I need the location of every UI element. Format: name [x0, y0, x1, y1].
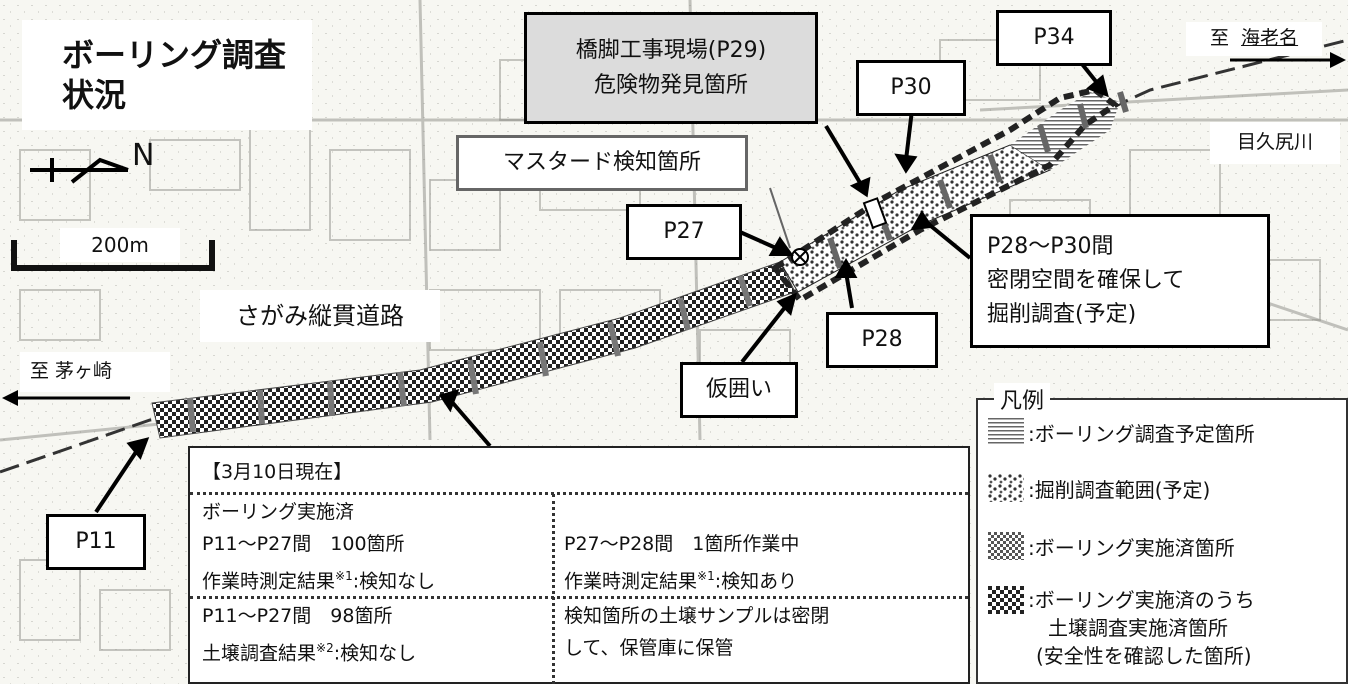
legend-label-boring-done: :ボーリング実施済箇所	[1028, 536, 1235, 560]
status-divider-top	[190, 492, 968, 495]
status-right-row2-result: :検知あり	[714, 570, 798, 593]
pier-site-line1: 橋脚工事現場(P29)	[575, 37, 767, 63]
dest-south-text: 至 茅ヶ崎	[30, 360, 113, 383]
legend-label-planned-boring: :ボーリング調査予定箇所	[1028, 422, 1255, 446]
planned-boring-band	[1010, 92, 1120, 170]
excavation-note-line3: 掘削調査(予定)	[987, 302, 1137, 327]
status-left-row2: 作業時測定結果※1:検知なし	[202, 562, 435, 596]
legend-item-soil-checked: :ボーリング実施済のうち 土壌調査実施済箇所 (安全性を確認した箇所)	[988, 586, 1255, 670]
temp-fence-box: 仮囲い	[680, 362, 798, 418]
status-divider-mid	[552, 494, 555, 684]
legend-label-excavation: :掘削調査範囲(予定)	[1028, 478, 1211, 502]
road-label: さがみ縦貫道路	[200, 290, 440, 342]
dest-south-label: 至 茅ヶ崎	[20, 352, 170, 392]
road-label-text: さがみ縦貫道路	[236, 302, 404, 330]
legend-swatch-fine-check-icon	[988, 532, 1024, 560]
status-right-row2-text: 作業時測定結果	[564, 570, 698, 593]
point-p34: P34	[996, 10, 1112, 66]
legend-title: 凡例	[994, 383, 1051, 415]
scale-bar	[11, 240, 215, 271]
status-table: 【3月10日現在】 ボーリング実施済 P11～P27間 100箇所 作業時測定結…	[188, 446, 970, 684]
status-right-row2-sup: ※1	[697, 569, 715, 583]
dest-north-label: 至 海老名	[1186, 22, 1322, 56]
pier-site-box: 橋脚工事現場(P29) 危険物発見箇所	[524, 12, 818, 124]
point-p30: P30	[856, 60, 966, 116]
point-p30-label: P30	[890, 75, 932, 101]
river-label-text: 目久尻川	[1236, 131, 1313, 154]
scale-label: 200m	[60, 228, 180, 262]
legend-item-planned-boring: :ボーリング調査予定箇所	[988, 418, 1255, 447]
status-left-row2-text: 作業時測定結果	[202, 570, 336, 593]
pier-site-line2: 危険物発見箇所	[593, 73, 748, 98]
legend-swatch-dots-icon	[988, 474, 1024, 502]
excavation-note-box: P28～P30間 密閉空間を確保して 掘削調査(予定)	[970, 214, 1270, 348]
status-left-row2-result: :検知なし	[352, 570, 436, 593]
dest-north-prefix: 至	[1209, 27, 1229, 50]
arrow-south-icon	[2, 390, 130, 406]
excavation-note-line1: P28～P30間	[987, 234, 1114, 259]
river-label: 目久尻川	[1210, 122, 1340, 164]
status-left-row4: 土壌調査結果※2:検知なし	[202, 634, 416, 668]
status-right-row4: して、保管庫に保管	[564, 637, 734, 659]
status-boring-done: ボーリング実施済	[202, 501, 355, 523]
temp-fence-text: 仮囲い	[705, 377, 772, 403]
point-p34-label: P34	[1033, 25, 1075, 51]
status-left-row1: P11～P27間 100箇所	[202, 533, 405, 555]
status-right-row1: P27～P28間 1箇所作業中	[564, 533, 800, 555]
status-left-row4-text: 土壌調査結果	[202, 642, 317, 665]
status-right-row2: 作業時測定結果※1:検知あり	[564, 562, 797, 596]
status-right-row3: 検知箇所の土壌サンプルは密閉	[564, 605, 830, 627]
status-divider-bottom	[190, 596, 968, 599]
excavation-note-line2: 密閉空間を確保して	[987, 268, 1185, 293]
legend-label-soil-line1: :ボーリング実施済のうち	[1028, 588, 1255, 612]
point-p11-label: P11	[75, 529, 117, 555]
status-left-row2-sup: ※1	[335, 569, 353, 583]
page-title-text: ボーリング調査状況	[62, 36, 287, 114]
arrow-north-icon	[1230, 52, 1346, 68]
legend-item-boring-done: :ボーリング実施済箇所	[988, 532, 1235, 561]
status-left-row4-result: :検知なし	[333, 642, 417, 665]
legend-label-soil-line3: (安全性を確認した箇所)	[1036, 644, 1252, 668]
point-p28: P28	[826, 312, 938, 368]
legend-label-soil-line2: 土壌調査実施済箇所	[1048, 616, 1228, 640]
status-left-row3: P11～P27間 98箇所	[202, 605, 393, 627]
page-title: ボーリング調査状況	[22, 20, 312, 130]
point-p27: P27	[626, 204, 742, 260]
point-p28-label: P28	[861, 327, 903, 353]
mustard-detection-box: マスタード検知箇所	[456, 135, 748, 191]
dest-north-name: 海老名	[1241, 27, 1299, 50]
north-arrow-icon	[30, 157, 129, 184]
status-left-row4-sup: ※2	[316, 641, 334, 655]
north-label: N	[132, 138, 155, 173]
point-p11: P11	[46, 514, 146, 570]
mustard-marker-icon	[791, 248, 809, 266]
point-p27-label: P27	[663, 219, 705, 245]
status-heading: 【3月10日現在】	[202, 461, 353, 483]
legend-swatch-hlines-icon	[988, 418, 1024, 446]
mustard-detection-text: マスタード検知箇所	[502, 150, 701, 176]
legend-item-excavation: :掘削調査範囲(予定)	[988, 474, 1210, 503]
legend-swatch-check-icon	[988, 586, 1024, 614]
legend: 凡例 :ボーリング調査予定箇所 :掘削調査範囲(予定) :ボーリング実施済箇所 …	[976, 383, 1348, 684]
